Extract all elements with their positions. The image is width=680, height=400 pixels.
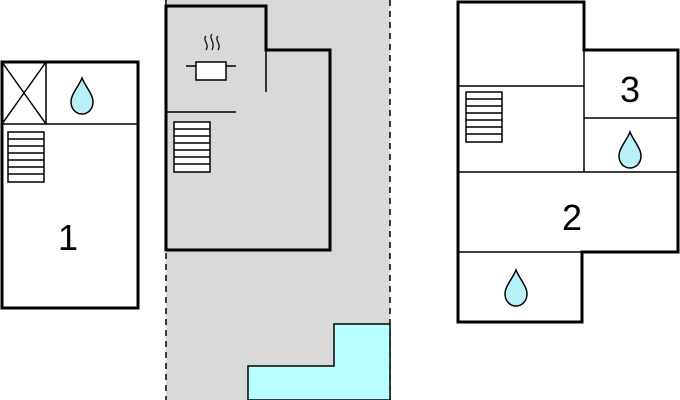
room-label-1: 1 bbox=[58, 217, 78, 258]
staircase-icon bbox=[465, 91, 503, 143]
staircase-icon bbox=[7, 131, 45, 183]
water-drop-icon bbox=[504, 269, 528, 307]
cooking-pot-icon bbox=[186, 33, 236, 81]
middle-building bbox=[164, 4, 332, 252]
left-building: 1 bbox=[0, 60, 140, 310]
room-label-3: 3 bbox=[620, 69, 640, 110]
water-drop-icon bbox=[70, 77, 94, 115]
pool bbox=[247, 323, 391, 400]
staircase-icon bbox=[173, 121, 211, 173]
room-label-2: 2 bbox=[562, 197, 582, 238]
storage-box-icon bbox=[1, 61, 47, 125]
water-drop-icon bbox=[618, 131, 642, 169]
right-building: 3 2 bbox=[456, 0, 680, 324]
